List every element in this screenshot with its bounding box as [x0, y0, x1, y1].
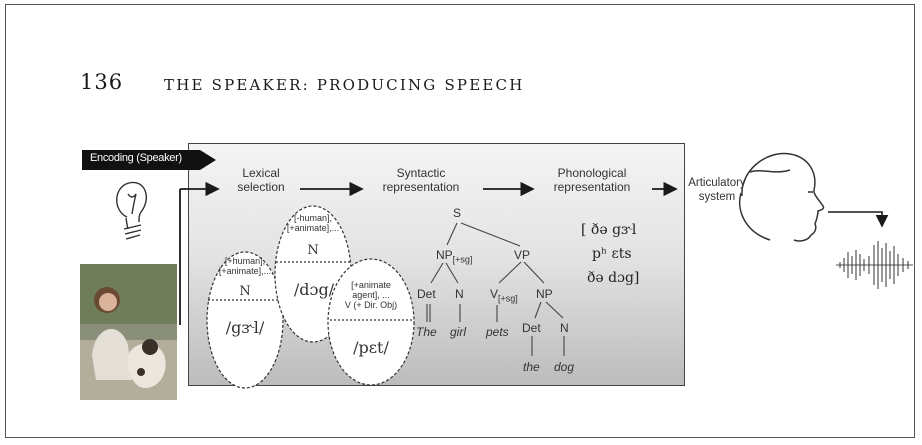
tree-word-the: The: [416, 325, 437, 339]
lemma-pet-phonology: /pɛt/: [353, 338, 389, 357]
tree-node-det-object: Det: [522, 321, 541, 335]
speaker-photo: [80, 264, 177, 400]
tree-word-the-object: the: [523, 360, 540, 374]
head-profile-icon: [739, 152, 825, 242]
tree-word-girl: girl: [450, 325, 467, 339]
lemma-pet-features: [+animate agent], ... V (+ Dir. Obj): [344, 280, 398, 310]
tree-node-s: S: [453, 206, 462, 220]
lemma-girl: [206, 251, 284, 389]
encoding-banner: [82, 150, 216, 170]
tree-node-np: NP[+sg]: [436, 248, 473, 265]
stage-syntactic-representation: Syntactic representation: [382, 166, 460, 194]
lemma-dog-phonology: /dɔg/: [293, 280, 335, 299]
tree-node-n-object: N: [560, 321, 569, 335]
tree-node-v: V[+sg]: [490, 287, 518, 304]
tree-node-np-object: NP: [536, 287, 553, 301]
lightbulb-icon: [116, 181, 147, 240]
tree-node-det: Det: [417, 287, 436, 301]
page-number: 136: [80, 70, 124, 94]
tree-word-pets: pets: [486, 325, 509, 339]
lemma-dog-category: N: [307, 243, 319, 258]
encoding-label: Encoding (Speaker): [90, 152, 182, 164]
stage-articulatory-system: Articulatory system: [688, 177, 746, 203]
tree-word-dog: dog: [554, 360, 575, 374]
lemma-pet: [327, 258, 415, 386]
speech-waveform-icon: [836, 241, 913, 289]
tree-node-vp: VP: [514, 248, 531, 262]
stage-phonological-representation: Phonological representation: [553, 166, 631, 194]
lemma-girl-category: N: [239, 284, 251, 299]
lemma-dog-features: [-human], [+animate],...: [286, 213, 340, 233]
stage-lexical-selection: Lexical selection: [237, 166, 285, 194]
phonological-transcription: [ ðə gɝl pʰ ɛts ðə dɔg]: [581, 222, 640, 286]
page-frame: [5, 4, 915, 438]
lemma-girl-phonology: /gɝl/: [225, 318, 265, 337]
chapter-title: THE SPEAKER: PRODUCING SPEECH: [164, 76, 525, 94]
flow-arrow-to-speech: [828, 211, 889, 228]
lemma-girl-features: [+human], [+animate],...: [218, 256, 272, 276]
tree-node-n: N: [455, 287, 464, 301]
syntax-tree-lines: [426, 222, 565, 356]
